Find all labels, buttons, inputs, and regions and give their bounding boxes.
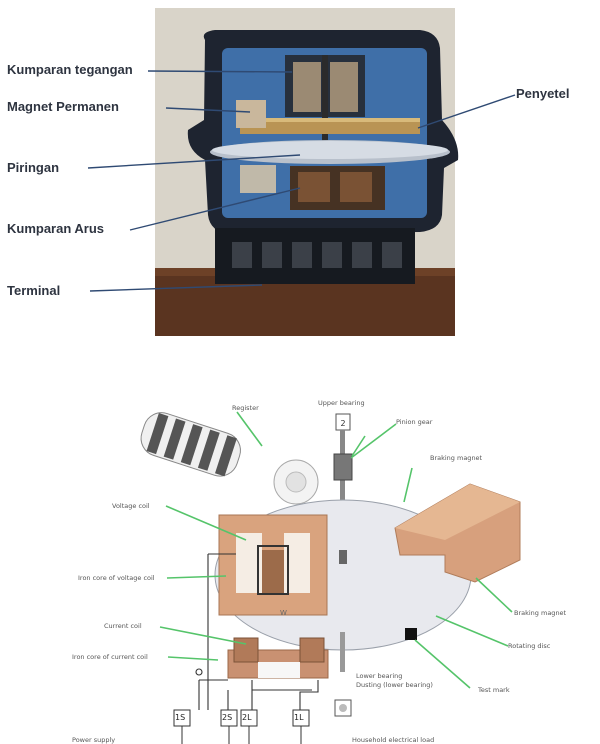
label-permanent-magnet: Magnet Permanen <box>7 99 119 114</box>
terminal-1s: 1S <box>175 713 186 722</box>
label-voltage-coil: Voltage coil <box>112 502 150 510</box>
meter-photo-drawing <box>87 8 516 336</box>
label-voltage-coil: Kumparan tegangan <box>7 62 133 77</box>
register-drum <box>140 412 241 477</box>
permanent-magnet <box>236 100 266 128</box>
label-iron-core-current: Iron core of current coil <box>72 653 148 661</box>
leader-adjuster <box>417 94 516 129</box>
leader-voltage-coil <box>147 70 293 73</box>
terminal-boxes <box>173 709 310 744</box>
wiring <box>195 553 319 710</box>
test-mark <box>405 628 417 640</box>
terminal-2s: 2S <box>222 713 233 722</box>
label-current-coil: Kumparan Arus <box>7 221 105 236</box>
label-iron-core-voltage: Iron core of voltage coil <box>78 574 155 582</box>
pinion-gear <box>333 453 353 481</box>
label-braking-magnet-top: Braking magnet <box>430 454 483 462</box>
label-adjuster: Penyetel <box>516 86 570 101</box>
label-lower-bearing: Lower bearing <box>356 672 403 680</box>
terminal-2l: 2L <box>242 713 252 722</box>
label-upper-bearing: Upper bearing <box>318 399 365 407</box>
label-pinion-gear: Pinion gear <box>396 418 433 426</box>
meter-schematic: 2 <box>0 350 600 744</box>
label-braking-magnet: Braking magnet <box>514 609 567 617</box>
leader-current-coil <box>129 187 301 231</box>
label-terminal: Terminal <box>7 283 61 298</box>
label-register: Register <box>232 404 259 412</box>
svg-text:2: 2 <box>340 419 345 428</box>
terminal-1l: 1L <box>294 713 304 722</box>
disc-mark: W <box>280 609 287 617</box>
label-current-coil: Current coil <box>104 622 142 630</box>
voltage-coil-winding <box>257 545 289 595</box>
label-power-supply: Power supply <box>72 736 116 744</box>
lower-bearing-post <box>340 632 345 672</box>
label-household-load: Household electrical load <box>352 736 435 744</box>
label-rotating-disc: Rotating disc <box>508 642 551 650</box>
schematic-leader-lines <box>159 411 513 689</box>
meter-schematic-drawing: 2 <box>140 411 521 744</box>
label-lower-bearing-2: Dusting (lower bearing) <box>356 681 433 689</box>
meter-photo: Kumparan tegangan Magnet Permanen Piring… <box>0 0 600 350</box>
leader-disc <box>87 154 301 169</box>
leader-magnet <box>165 107 251 113</box>
label-test-mark: Test mark <box>478 686 510 694</box>
photo-leader-lines <box>87 70 516 292</box>
label-disc: Piringan <box>7 160 60 175</box>
leader-terminal <box>89 284 263 292</box>
